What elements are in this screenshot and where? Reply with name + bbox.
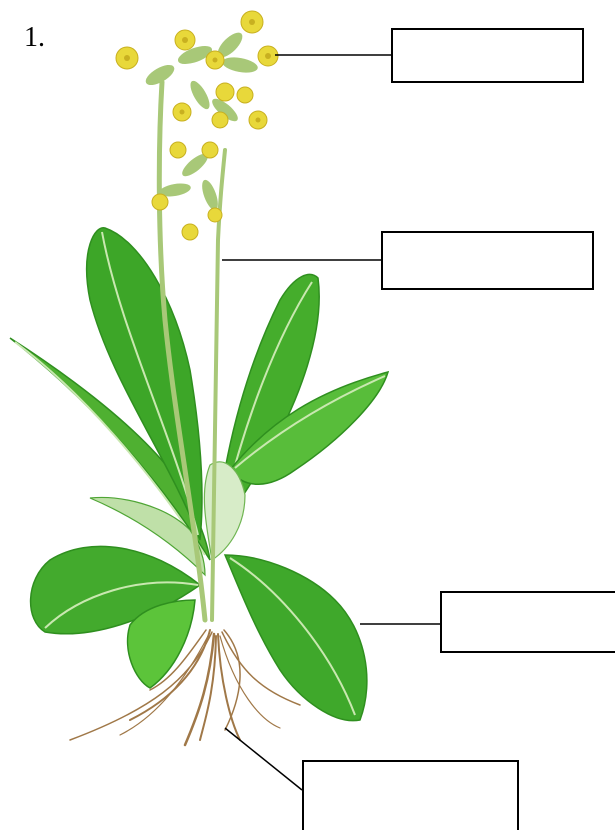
label-box-stem[interactable] — [381, 231, 594, 290]
leaves — [10, 228, 388, 721]
label-box-leaf[interactable] — [440, 591, 615, 653]
leaf-upper-left — [87, 228, 202, 540]
label-box-root[interactable] — [302, 760, 519, 830]
roots — [70, 630, 300, 745]
leaf-middle-pale — [204, 462, 245, 560]
leader-line-root — [225, 728, 302, 790]
flower-cluster — [116, 11, 278, 240]
label-box-flowers[interactable] — [391, 28, 584, 83]
question-number: 1. — [24, 22, 45, 54]
